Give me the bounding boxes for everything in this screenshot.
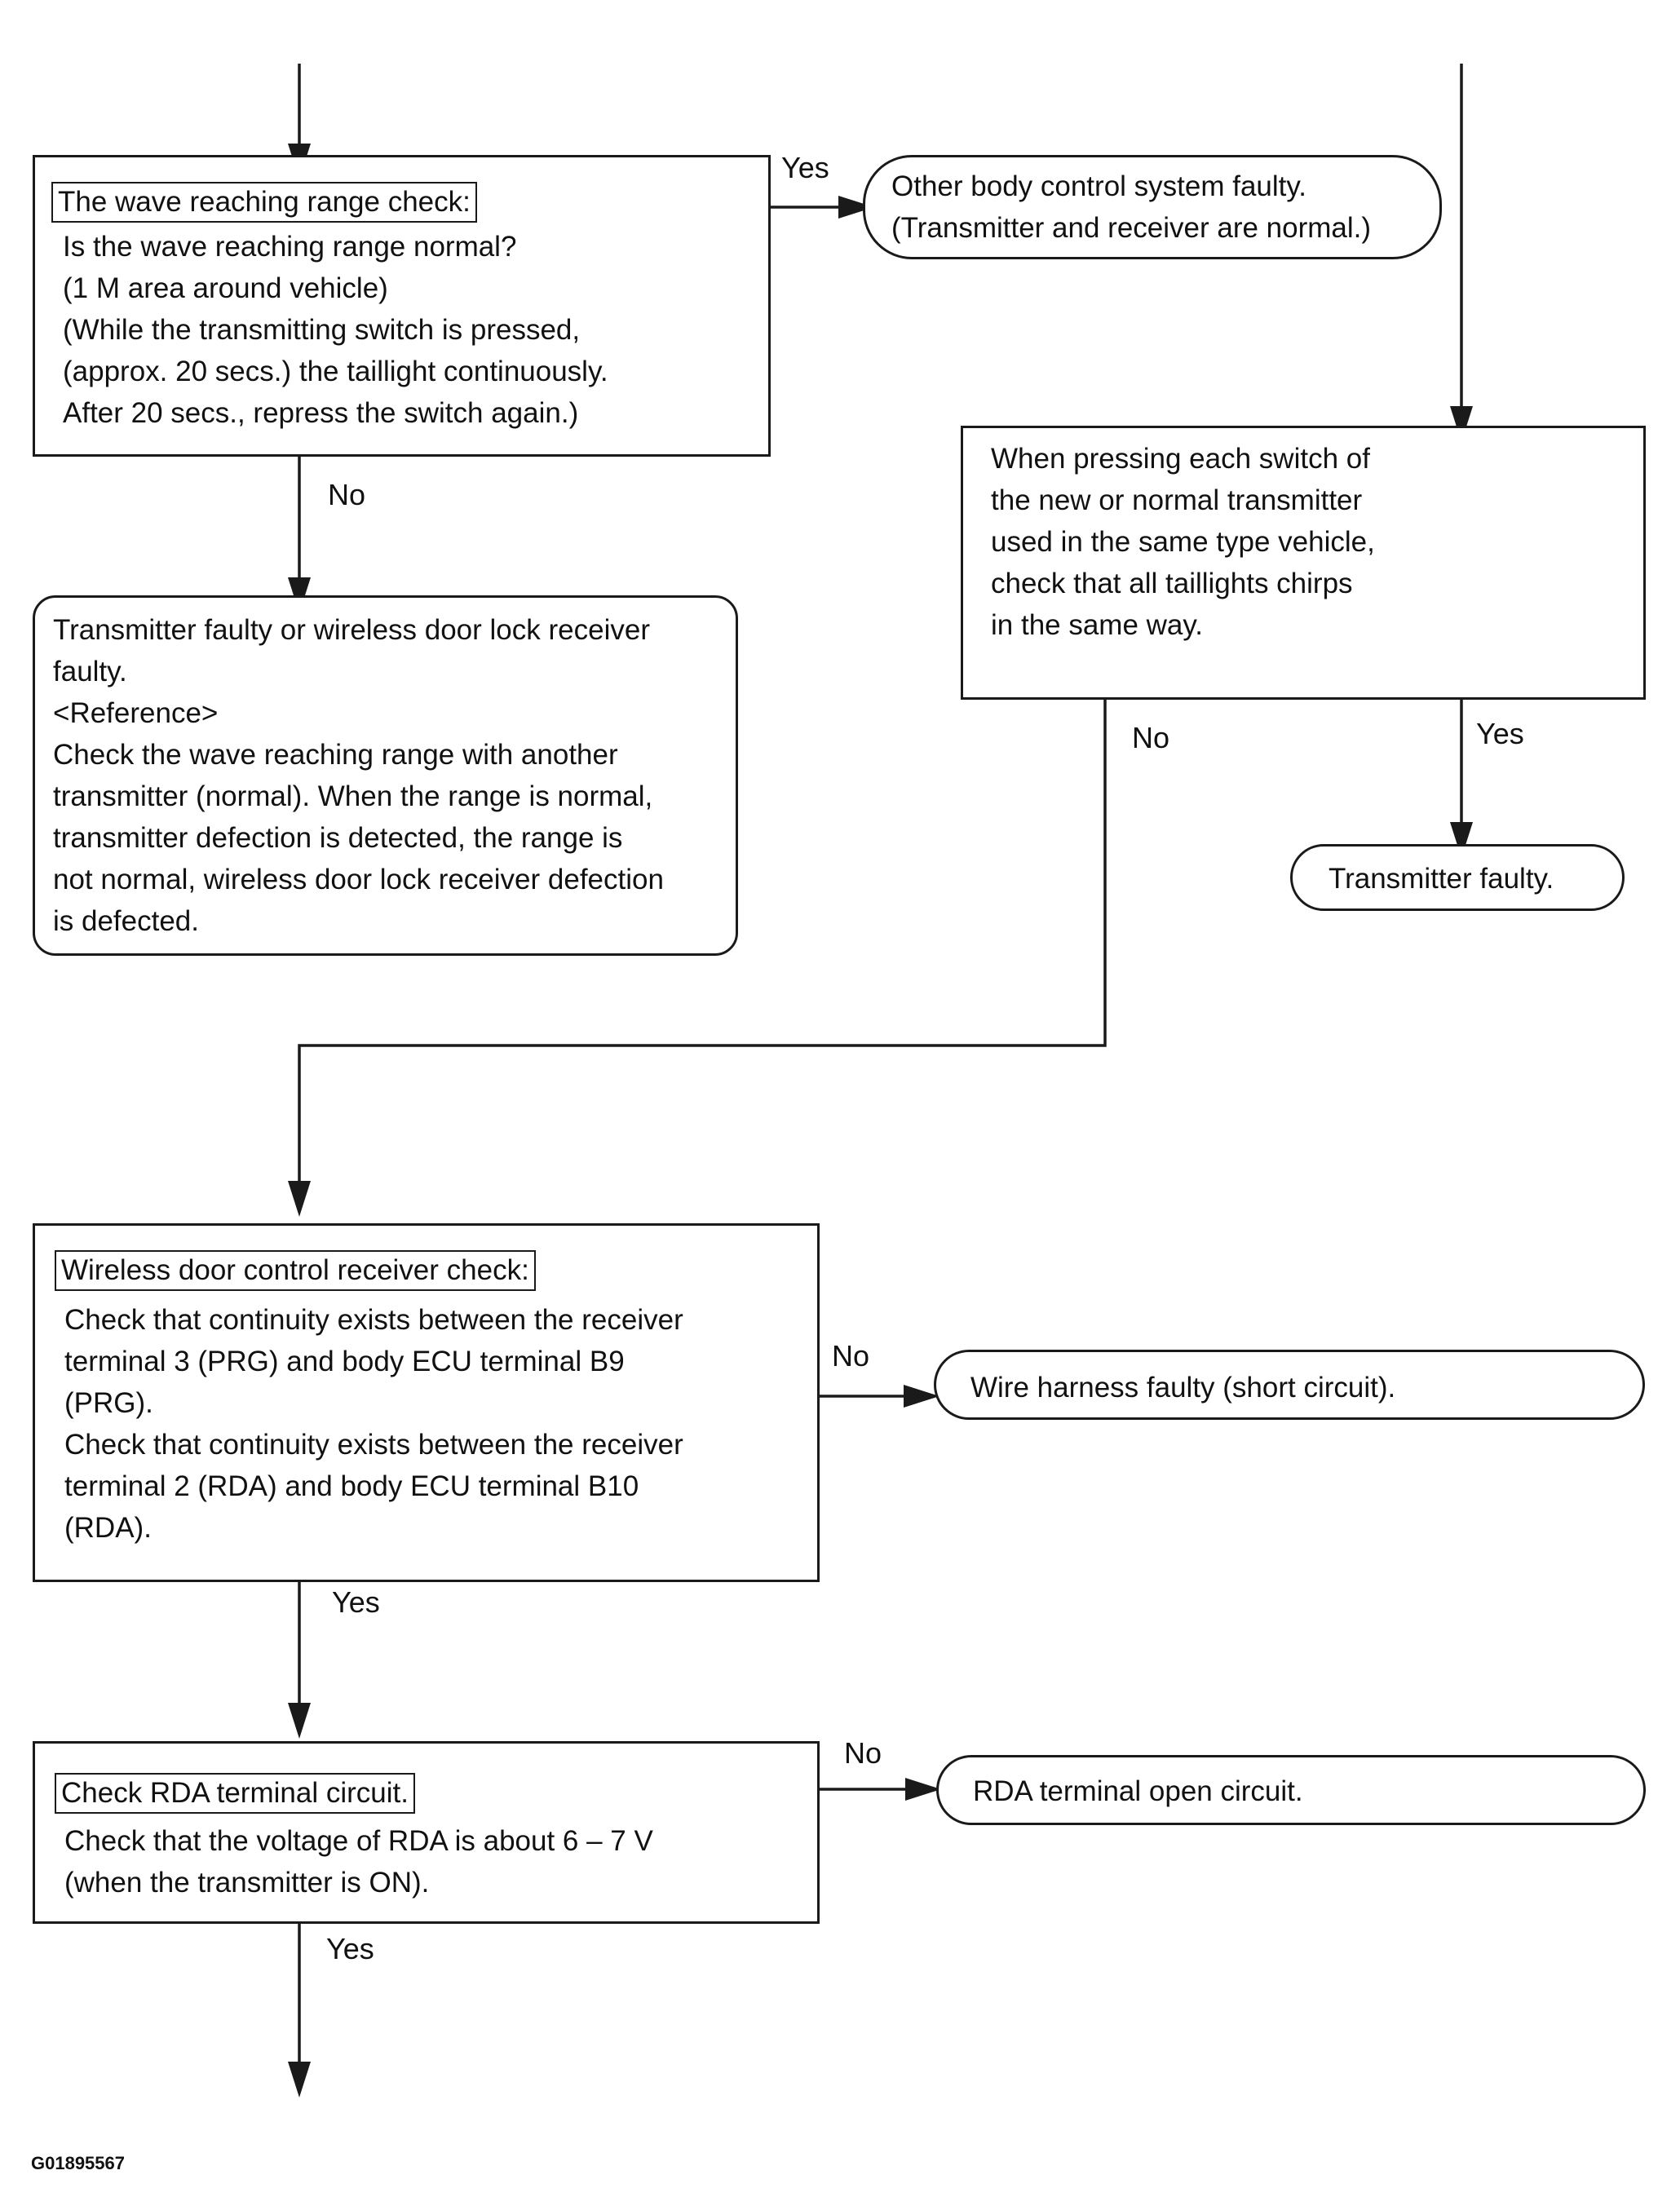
- arrowhead: [288, 1703, 311, 1739]
- arrowhead: [838, 196, 874, 219]
- text-line: the new or normal transmitter: [991, 484, 1363, 516]
- edge-label-receiver-yes: Yes: [332, 1585, 380, 1619]
- receiver-check-header: Wireless door control receiver check:: [55, 1250, 536, 1291]
- rda-check-box: Check RDA terminal circuit. Check that t…: [33, 1741, 820, 1924]
- edge-label-rda-no: No: [844, 1736, 882, 1770]
- text-line: (PRG).: [64, 1387, 153, 1419]
- text-line: in the same way.: [991, 609, 1204, 641]
- text-line: faulty.: [53, 656, 127, 687]
- text-line: is defected.: [53, 905, 199, 937]
- text-line: Check that the voltage of RDA is about 6…: [64, 1825, 653, 1857]
- arrow-switch-no: [298, 700, 1107, 1182]
- text-line: Check that continuity exists between the…: [64, 1429, 683, 1461]
- text-line: (Transmitter and receiver are normal.): [891, 212, 1372, 244]
- edge-label-rda-yes: Yes: [326, 1932, 374, 1965]
- transmitter-receiver-faulty-box: Transmitter faulty or wireless door lock…: [33, 595, 738, 956]
- text-line: terminal 2 (RDA) and body ECU terminal B…: [64, 1470, 639, 1502]
- text-line: (While the transmitting switch is presse…: [63, 314, 581, 346]
- transmitter-faulty-box: Transmitter faulty.: [1290, 844, 1625, 911]
- text-line: transmitter defection is detected, the r…: [53, 822, 623, 854]
- arrowhead: [1450, 406, 1473, 442]
- other-body-faulty-box: Other body control system faulty. (Trans…: [863, 155, 1442, 259]
- wave-range-check-header: The wave reaching range check:: [51, 182, 477, 223]
- text-line: used in the same type vehicle,: [991, 526, 1375, 558]
- rda-open-text: RDA terminal open circuit.: [973, 1775, 1303, 1807]
- text-line: check that all taillights chirps: [991, 568, 1353, 599]
- text-line: After 20 secs., repress the switch again…: [63, 397, 579, 429]
- receiver-check-box: Wireless door control receiver check: Ch…: [33, 1223, 820, 1582]
- text-line: Is the wave reaching range normal?: [63, 231, 517, 263]
- text-line: Other body control system faulty.: [891, 170, 1307, 202]
- text-line: Check that continuity exists between the…: [64, 1304, 683, 1336]
- text-line: Transmitter faulty or wireless door lock…: [53, 614, 650, 646]
- switch-press-check-text: When pressing each switch of the new or …: [991, 438, 1643, 646]
- edge-label-switch-no: No: [1132, 721, 1170, 754]
- text-line: terminal 3 (PRG) and body ECU terminal B…: [64, 1346, 625, 1377]
- figure-id: G01895567: [31, 2153, 125, 2173]
- rda-open-box: RDA terminal open circuit.: [936, 1755, 1646, 1825]
- transmitter-faulty-text: Transmitter faulty.: [1329, 863, 1554, 895]
- text-line: Check the wave reaching range with anoth…: [53, 739, 618, 771]
- other-body-faulty-text: Other body control system faulty. (Trans…: [891, 166, 1439, 249]
- wave-range-check-body: Is the wave reaching range normal? (1 M …: [51, 226, 768, 434]
- text-line: <Reference>: [53, 697, 219, 729]
- text-line: (approx. 20 secs.) the taillight continu…: [63, 356, 608, 387]
- arrowhead: [904, 1385, 939, 1408]
- harness-faulty-box: Wire harness faulty (short circuit).: [934, 1350, 1645, 1420]
- rda-check-header: Check RDA terminal circuit.: [55, 1773, 415, 1814]
- transmitter-receiver-faulty-text: Transmitter faulty or wireless door lock…: [53, 609, 736, 942]
- arrowhead: [905, 1778, 941, 1801]
- harness-faulty-text: Wire harness faulty (short circuit).: [970, 1372, 1396, 1404]
- arrowhead: [288, 1181, 311, 1217]
- edge-label-switch-yes: Yes: [1476, 717, 1524, 750]
- edge-label-receiver-no: No: [832, 1339, 870, 1373]
- wave-range-check-box: The wave reaching range check: Is the wa…: [33, 155, 771, 457]
- receiver-check-body: Check that continuity exists between the…: [55, 1299, 817, 1549]
- text-line: transmitter (normal). When the range is …: [53, 780, 653, 812]
- text-line: (when the transmitter is ON).: [64, 1867, 430, 1899]
- switch-press-check-box: When pressing each switch of the new or …: [961, 426, 1646, 700]
- arrowhead: [288, 2062, 311, 2098]
- arrowhead: [1450, 822, 1473, 858]
- text-line: (RDA).: [64, 1512, 152, 1544]
- text-line: When pressing each switch of: [991, 443, 1370, 475]
- edge-label-wave-yes: Yes: [781, 151, 829, 184]
- rda-check-body: Check that the voltage of RDA is about 6…: [55, 1820, 817, 1903]
- edge-label-wave-no: No: [328, 478, 366, 511]
- text-line: (1 M area around vehicle): [63, 272, 388, 304]
- text-line: not normal, wireless door lock receiver …: [53, 864, 664, 895]
